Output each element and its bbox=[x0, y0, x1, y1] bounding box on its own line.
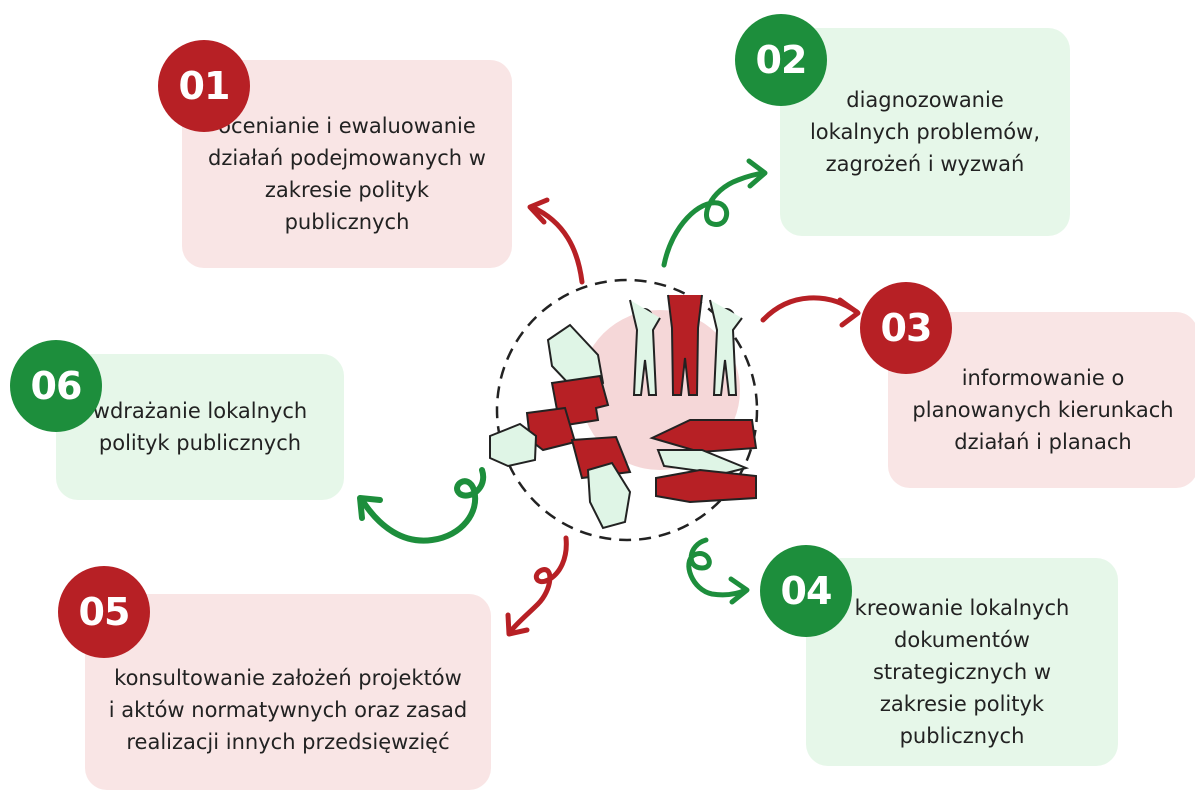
arrow-to-01 bbox=[527, 197, 585, 285]
badge-06: 06 bbox=[10, 340, 102, 432]
badge-02: 02 bbox=[735, 14, 827, 106]
arrow-to-05 bbox=[505, 535, 569, 637]
card-06-text: wdrażanie lokalnych polityk publicznych bbox=[92, 399, 308, 455]
arrow-to-04 bbox=[686, 537, 750, 605]
arrow-to-06 bbox=[357, 467, 487, 544]
teamwork-puzzle-hands-icon bbox=[489, 278, 759, 542]
card-01-text: ocenianie i ewaluowanie działań podejmow… bbox=[208, 114, 486, 234]
badge-03: 03 bbox=[860, 282, 952, 374]
badge-05: 05 bbox=[58, 566, 150, 658]
card-03-text: informowanie o planowanych kierunkach dz… bbox=[912, 366, 1174, 454]
card-04: kreowanie lokalnych dokumentów strategic… bbox=[806, 558, 1118, 766]
badge-01: 01 bbox=[158, 40, 250, 132]
arrow-to-02 bbox=[661, 158, 768, 268]
card-05: konsultowanie założeń projektów i aktów … bbox=[85, 594, 491, 790]
card-02-text: diagnozowanie lokalnych problemów, zagro… bbox=[809, 88, 1041, 176]
badge-04: 04 bbox=[760, 545, 852, 637]
card-02: diagnozowanie lokalnych problemów, zagro… bbox=[780, 28, 1070, 236]
card-01: ocenianie i ewaluowanie działań podejmow… bbox=[182, 60, 512, 268]
card-04-text: kreowanie lokalnych dokumentów strategic… bbox=[854, 596, 1070, 748]
arrow-to-03 bbox=[760, 295, 861, 328]
card-05-text: konsultowanie założeń projektów i aktów … bbox=[108, 666, 468, 754]
card-06: wdrażanie lokalnych polityk publicznych bbox=[56, 354, 344, 500]
